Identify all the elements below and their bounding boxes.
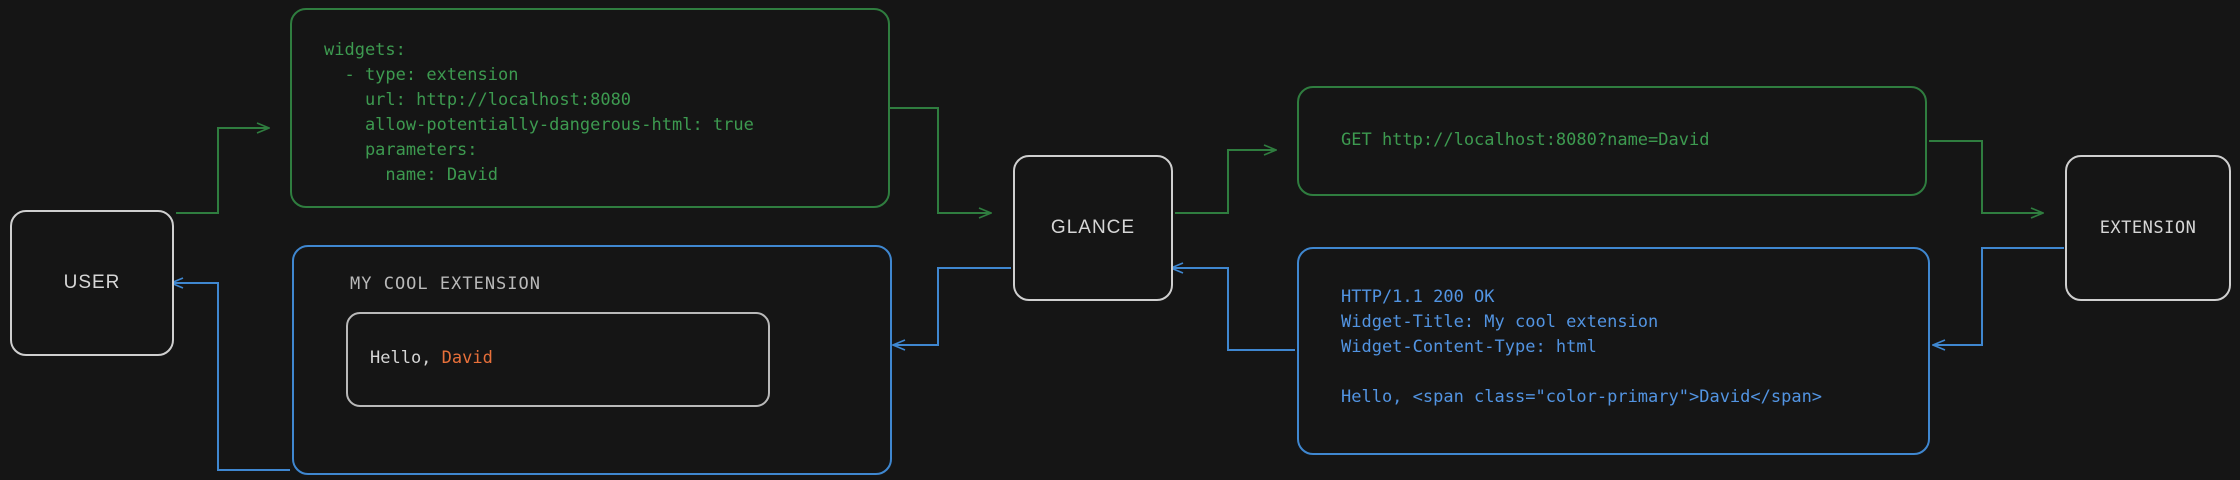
extension-widget-card: Hello, David bbox=[346, 312, 770, 407]
node-user-label: USER bbox=[63, 272, 121, 293]
node-glance-label: GLANCE bbox=[1050, 217, 1136, 238]
extension-preview-panel: MY COOL EXTENSION Hello, David bbox=[292, 245, 892, 475]
extension-widget-title: MY COOL EXTENSION bbox=[350, 274, 541, 294]
node-user[interactable]: USER bbox=[10, 210, 174, 356]
extension-widget-greeting: Hello, David bbox=[370, 348, 493, 368]
http-request-panel: GET http://localhost:8080?name=David bbox=[1297, 86, 1927, 196]
yaml-config-code: widgets: - type: extension url: http://l… bbox=[324, 40, 754, 185]
node-glance[interactable]: GLANCE bbox=[1013, 155, 1173, 301]
http-request-code: GET http://localhost:8080?name=David bbox=[1341, 130, 1710, 150]
connector-request-to-extension bbox=[1929, 140, 2042, 213]
greeting-name: David bbox=[441, 348, 493, 368]
node-extension-label: EXTENSION bbox=[2099, 218, 2197, 238]
greeting-prefix: Hello, bbox=[370, 348, 442, 368]
yaml-config-panel: widgets: - type: extension url: http://l… bbox=[290, 8, 890, 208]
node-extension[interactable]: EXTENSION bbox=[2065, 155, 2231, 301]
connector-glance-to-preview bbox=[894, 267, 1011, 345]
connector-glance-to-request bbox=[1175, 150, 1275, 214]
http-response-code: HTTP/1.1 200 OK Widget-Title: My cool ex… bbox=[1341, 287, 1823, 407]
connector-response-to-glance bbox=[1172, 268, 1295, 351]
connector-extension-to-response bbox=[1934, 247, 2064, 345]
connector-user-to-config bbox=[176, 128, 268, 214]
connector-preview-to-user bbox=[172, 283, 290, 471]
connector-config-to-glance bbox=[890, 107, 990, 213]
http-response-panel: HTTP/1.1 200 OK Widget-Title: My cool ex… bbox=[1297, 247, 1930, 455]
